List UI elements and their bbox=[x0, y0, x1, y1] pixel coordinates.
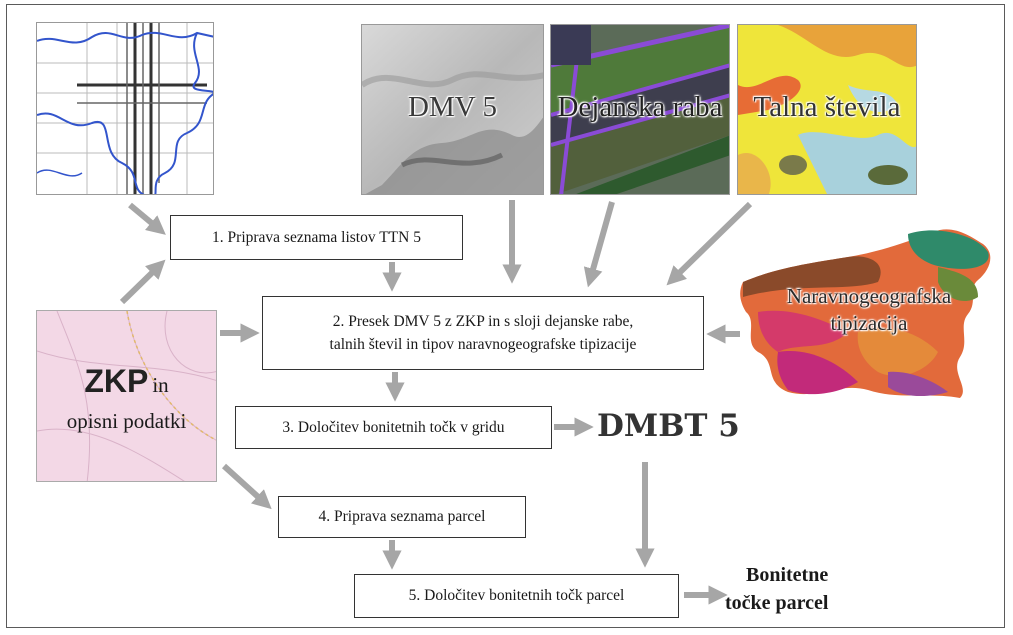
step4-label: 4. Priprava seznama parcel bbox=[318, 508, 486, 526]
step4-box: 4. Priprava seznama parcel bbox=[278, 496, 526, 538]
dejanska-raba-image bbox=[551, 25, 729, 194]
talna-stevila-label: Talna števila bbox=[753, 91, 901, 123]
step2-box: 2. Presek DMV 5 z ZKP in s sloji dejansk… bbox=[262, 296, 704, 370]
step3-box: 3. Določitev bonitetnih točk v gridu bbox=[235, 406, 552, 449]
diagram-frame bbox=[6, 4, 1005, 628]
zkp-in-label: in bbox=[152, 373, 169, 397]
zkp-sub-label: opisni podatki bbox=[66, 409, 187, 433]
ttn-grid-map-tile bbox=[36, 22, 214, 195]
talna-stevila-tile: Talna števila bbox=[737, 24, 917, 195]
step1-box: 1. Priprava seznama listov TTN 5 bbox=[170, 215, 463, 260]
zkp-title: ZKP in bbox=[37, 363, 216, 400]
dejanska-raba-tile: Dejanska raba bbox=[550, 24, 730, 195]
zkp-tile: ZKP in opisni podatki bbox=[36, 310, 217, 482]
arrow-talna-to-step2 bbox=[666, 201, 753, 286]
arrow-zkp-to-step4 bbox=[221, 463, 272, 510]
ttn-grid-map-image bbox=[37, 23, 213, 194]
naravnogeografska-label-line1: Naravnogeografska bbox=[786, 284, 952, 308]
naravnogeografska-map-image bbox=[740, 229, 991, 398]
arrow-ttn-to-step1 bbox=[128, 202, 166, 235]
step5-box: 5. Določitev bonitetnih točk parcel bbox=[354, 574, 679, 618]
arrow-raba-to-step2 bbox=[583, 201, 615, 288]
dmv-relief-tile: DMV 5 bbox=[361, 24, 544, 195]
talna-stevila-image bbox=[738, 25, 916, 194]
naravnogeografska-label-line2: tipizacija bbox=[830, 311, 908, 335]
step5-label: 5. Določitev bonitetnih točk parcel bbox=[408, 587, 625, 605]
dmbt-output-label: DMBT 5 bbox=[597, 408, 740, 444]
dejanska-raba-label: Dejanska raba bbox=[557, 91, 723, 123]
naravnogeografska-tipizacija-tile: Naravnogeografska tipizacija bbox=[738, 222, 1000, 400]
zkp-parcel-image bbox=[37, 311, 216, 481]
step2-label-line2: talnih števil in tipov naravnogeografske… bbox=[329, 336, 637, 353]
step2-label-line1: 2. Presek DMV 5 z ZKP in s sloji dejansk… bbox=[332, 312, 634, 330]
arrow-zkp-to-step1 bbox=[119, 259, 166, 305]
dmv-relief-image bbox=[362, 25, 543, 194]
dmv-label: DMV 5 bbox=[408, 91, 497, 123]
step3-label: 3. Določitev bonitetnih točk v gridu bbox=[282, 418, 505, 436]
bonitetne-output-line2: točke parcel bbox=[725, 592, 829, 614]
bonitetne-output-line1: Bonitetne bbox=[746, 564, 829, 586]
zkp-main-label: ZKP bbox=[84, 363, 149, 399]
step1-label: 1. Priprava seznama listov TTN 5 bbox=[212, 228, 421, 246]
